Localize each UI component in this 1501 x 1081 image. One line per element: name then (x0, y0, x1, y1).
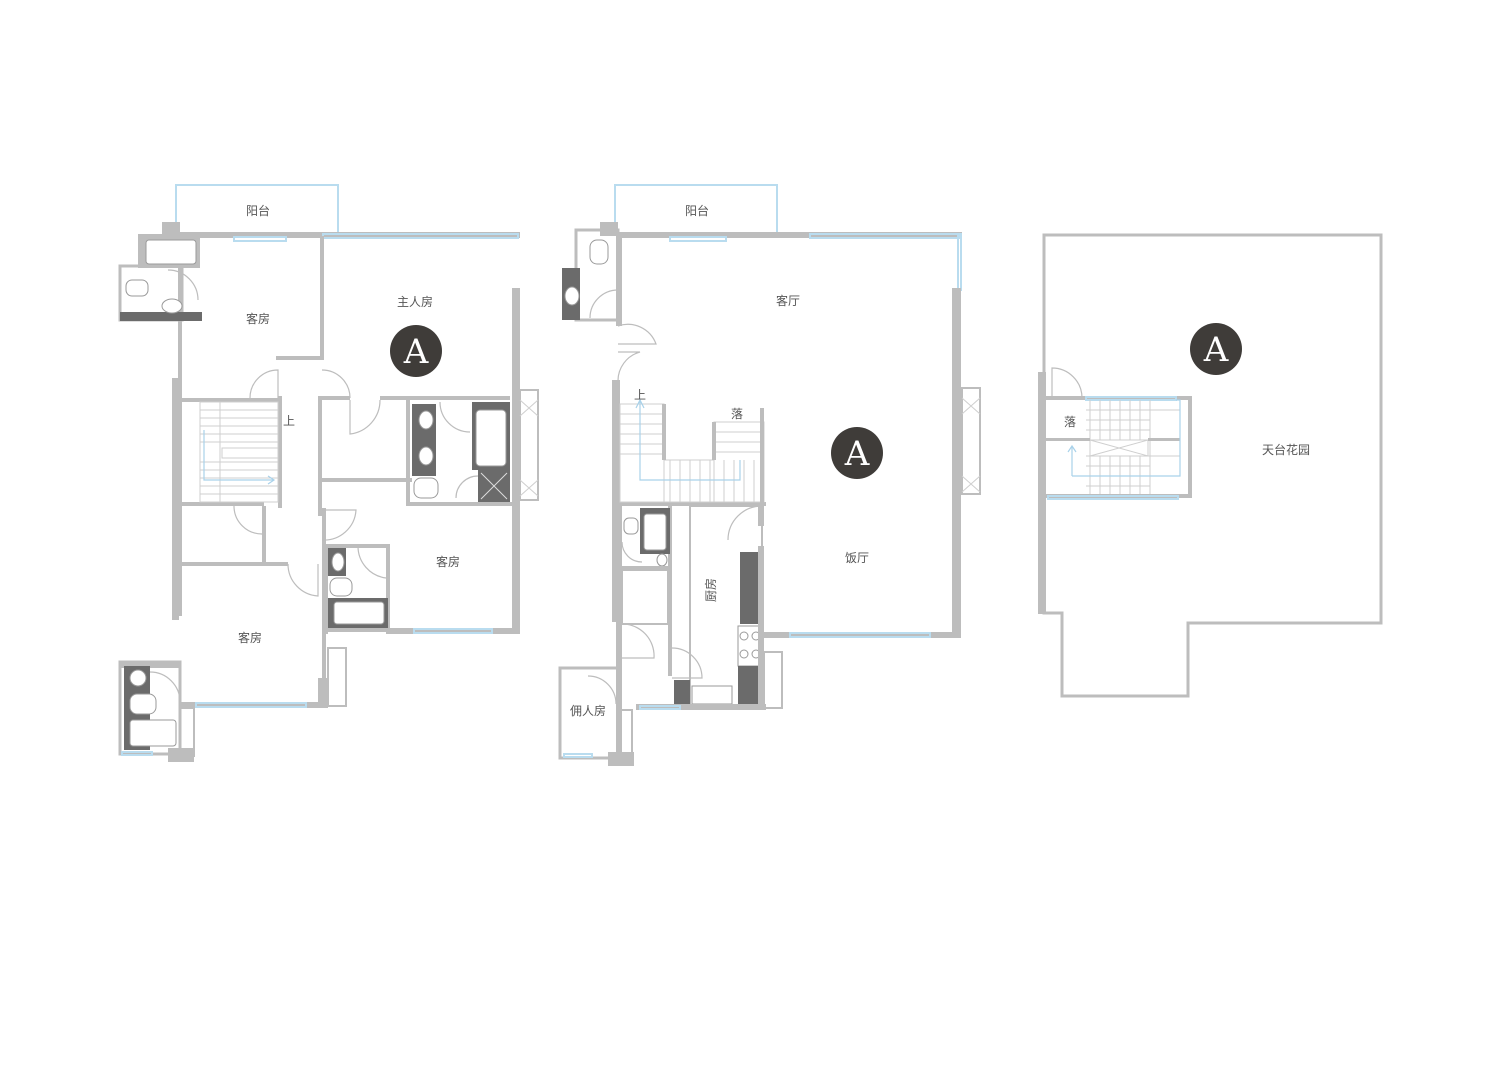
label-balcony-1: 阳台 (246, 203, 270, 218)
maid-room (558, 624, 634, 766)
badge-level-2: A (831, 427, 883, 479)
floor-plan-level-1: 阳台 客房 主人房 上 客房 客房 A (118, 184, 539, 762)
badge-letter-3: A (1203, 330, 1229, 370)
label-roof-garden: 天台花园 (1262, 442, 1310, 457)
exterior-walls-2 (612, 232, 981, 638)
label-stairs-up-1: 上 (283, 414, 295, 428)
bathroom-bottom-left (118, 660, 195, 762)
interior-walls-1 (178, 236, 516, 707)
badge-letter-2: A (844, 434, 870, 474)
label-maid-room: 佣人房 (570, 703, 606, 718)
label-kitchen: 厨房 (703, 578, 718, 602)
label-master-bedroom: 主人房 (397, 294, 433, 309)
label-guest-room-top: 客房 (246, 311, 270, 326)
label-stairs-down-3: 落 (1064, 415, 1076, 429)
room-labels-3: 落 天台花园 (1064, 415, 1310, 457)
room-labels-1: 阳台 客房 主人房 上 客房 客房 (238, 203, 460, 645)
bathroom-2 (616, 506, 672, 676)
badge-level-3: A (1190, 323, 1242, 375)
staircase-3 (1046, 367, 1192, 500)
badge-level-1: A (390, 325, 442, 377)
label-stairs-down-2: 落 (731, 407, 743, 421)
master-bathroom (412, 389, 539, 502)
bathroom-top-left (118, 234, 202, 322)
label-stairs-up-2: 上 (634, 388, 646, 402)
roof-outline (1038, 233, 1383, 698)
floor-plan-level-2: 阳台 客厅 上 落 饭厅 厨房 佣人房 A (558, 184, 981, 766)
bathroom-middle (328, 548, 388, 628)
label-balcony-2: 阳台 (685, 203, 709, 218)
staircase-1 (199, 401, 279, 503)
label-living-room: 客厅 (776, 293, 800, 308)
badge-letter-1: A (403, 332, 429, 372)
room-labels-2: 阳台 客厅 上 落 饭厅 厨房 佣人房 (570, 203, 869, 718)
exterior-walls-1 (172, 232, 520, 708)
floor-plan-level-3: 落 天台花园 A (1038, 233, 1383, 698)
label-dining-room: 饭厅 (845, 551, 869, 565)
staircase-2 (619, 398, 765, 508)
label-guest-room-right: 客房 (436, 554, 460, 569)
powder-room (562, 228, 620, 322)
kitchen (636, 505, 783, 710)
label-guest-room-bottom: 客房 (238, 630, 262, 645)
